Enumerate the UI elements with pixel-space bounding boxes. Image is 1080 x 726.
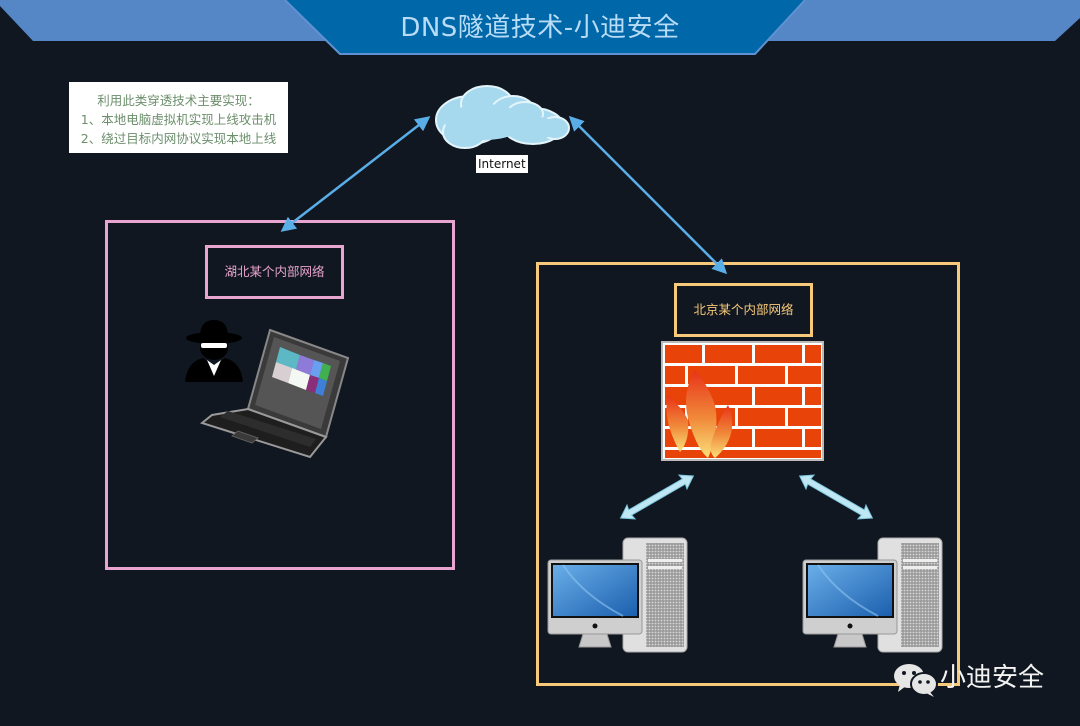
note-box: 利用此类穿透技术主要实现： 1、本地电脑虚拟机实现上线攻击机 2、绕过目标内网协… <box>69 82 288 153</box>
connection-internet-hubei <box>280 116 431 232</box>
lan-connection-layer <box>619 474 874 520</box>
network-box-hubei <box>105 220 455 570</box>
desktop-computer-icon <box>802 537 943 653</box>
note-line: 2、绕过目标内网协议实现本地上线 <box>80 131 277 146</box>
note-line: 1、本地电脑虚拟机实现上线攻击机 <box>80 112 277 127</box>
network-label-hubei: 湖北某个内部网络 <box>205 245 344 299</box>
laptop-icon <box>200 328 350 459</box>
connection-firewall-pc-left <box>619 474 695 520</box>
hacker-icon <box>185 320 243 382</box>
desktop-computer-icon <box>547 537 688 653</box>
firewall-icon <box>661 341 824 461</box>
header-banner <box>0 0 1080 55</box>
network-label-beijing: 北京某个内部网络 <box>674 283 813 337</box>
page-title: DNS隧道技术-小迪安全 <box>400 13 680 43</box>
wechat-icon <box>894 664 938 697</box>
connection-internet-beijing <box>568 115 728 275</box>
connection-firewall-pc-right <box>798 474 874 520</box>
note-line: 利用此类穿透技术主要实现： <box>97 93 260 108</box>
cloud-icon <box>435 85 570 149</box>
network-box-beijing <box>536 262 960 686</box>
watermark-text: 小迪安全 <box>940 663 1045 693</box>
internet-label: Internet <box>476 155 528 173</box>
